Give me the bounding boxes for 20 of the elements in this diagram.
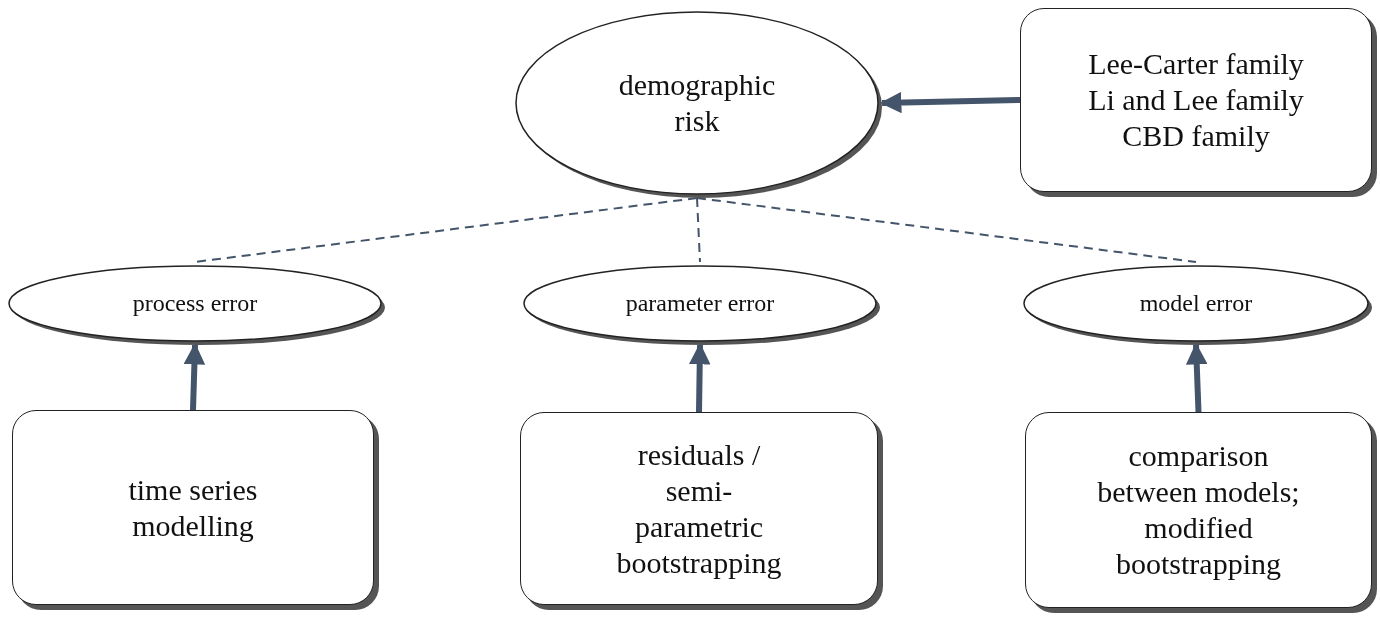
ellipse-node — [1020, 262, 1372, 345]
arrow — [183, 342, 206, 411]
node-text: Lee-Carter family — [1088, 46, 1304, 82]
connector-line — [194, 197, 698, 263]
connector-line — [696, 197, 1197, 263]
arrow — [688, 342, 711, 413]
ellipse-node — [520, 262, 880, 345]
node-text: parameter error — [625, 289, 775, 318]
node-text: residuals / semi-parametric bootstrapping — [615, 436, 783, 581]
node-text: time series modelling — [127, 471, 259, 544]
node-text: demographic risk — [617, 67, 777, 139]
node-text: comparison between models; modified bootstrapping — [1096, 438, 1301, 582]
connector-line — [696, 197, 701, 263]
node-text: process error — [132, 289, 258, 318]
node-text: Li and Lee family — [1088, 82, 1304, 118]
ellipse-node — [5, 262, 385, 345]
node-text: CBD family — [1122, 118, 1270, 154]
arrow — [1185, 342, 1208, 413]
node-text: model error — [1139, 289, 1253, 318]
ellipse-node — [512, 8, 882, 198]
